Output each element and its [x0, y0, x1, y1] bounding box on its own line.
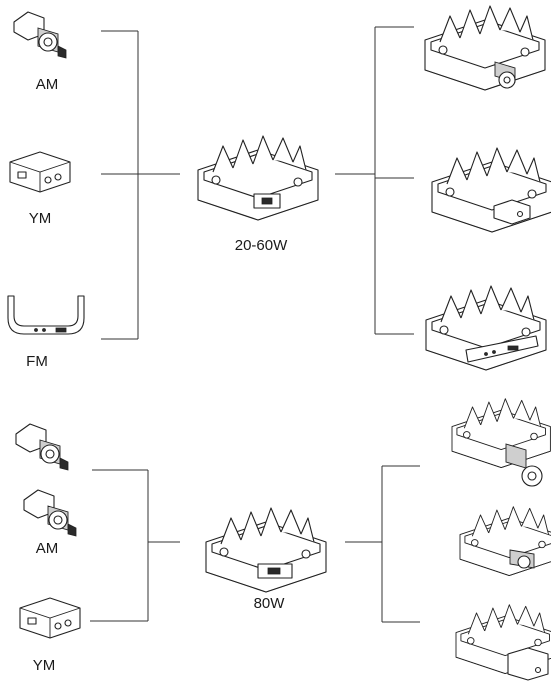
group2-fixture-with-ym-icon [455, 604, 551, 681]
group2-right-connector [345, 465, 420, 623]
group2-fixture-with-am-icon [451, 398, 551, 487]
group1-mount-am-icon [13, 11, 67, 59]
group1-mount-ym-label: YM [29, 210, 52, 227]
group1-mount-am-label: AM [36, 76, 59, 93]
group2-mount-am-icon [23, 489, 77, 537]
group1-mount-fm-icon [7, 295, 85, 335]
group2-product-label: 80W [254, 595, 286, 612]
group1-fixture-with-fm-icon [425, 285, 547, 371]
group1-product-icon [197, 135, 319, 221]
group1-fixture-with-am-icon [424, 5, 546, 91]
group2-product-icon [205, 507, 327, 593]
group1-product-label: 20-60W [235, 237, 288, 254]
group1-left-connector [101, 30, 180, 340]
group1-right-connector [335, 26, 414, 335]
group1-fixture-with-ym-icon [431, 147, 551, 233]
group2-mount-ym-icon [19, 597, 81, 639]
group2-fixture-with-am-front-icon [459, 506, 551, 577]
group2-mount-am-label: AM [36, 540, 59, 557]
group1-mount-ym-icon [9, 151, 71, 193]
group2-left-connector [90, 469, 180, 622]
group2-mount-am-side-icon [15, 423, 69, 471]
group1-mount-fm-label: FM [26, 353, 48, 370]
group2-mount-ym-label: YM [33, 657, 56, 674]
